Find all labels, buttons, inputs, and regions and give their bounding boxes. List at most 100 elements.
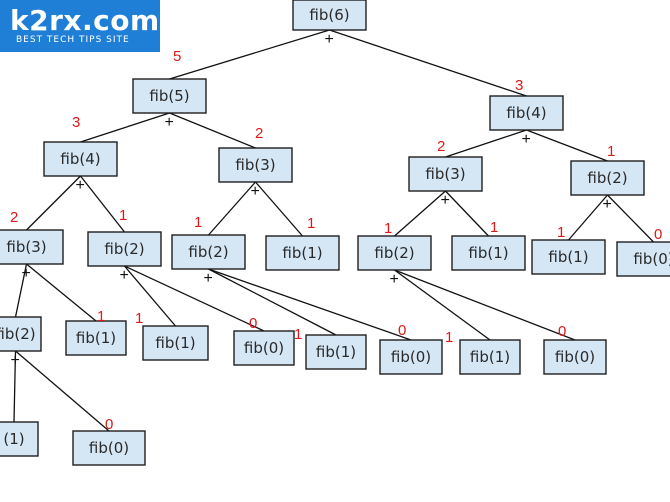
return-value-label: 1 xyxy=(445,329,453,346)
tree-node: fib(3) xyxy=(0,229,64,265)
plus-operator: + xyxy=(22,265,31,282)
tree-edge xyxy=(568,194,608,241)
node-box xyxy=(65,320,127,356)
return-value-label: 0 xyxy=(558,323,566,340)
tree-node: fib(4) xyxy=(489,95,564,131)
tree-node: fib(0) xyxy=(72,430,146,466)
node-label: fib(0) xyxy=(633,250,670,268)
node-label: fib(1) xyxy=(548,248,588,266)
return-value-label: 2 xyxy=(10,209,18,226)
node-box xyxy=(531,239,606,275)
plus-operator: + xyxy=(165,114,174,131)
node-box xyxy=(43,141,118,177)
node-box xyxy=(408,156,483,192)
return-value-label: 0 xyxy=(398,322,406,339)
node-label: (1) xyxy=(3,430,24,448)
plus-operator: + xyxy=(251,183,260,200)
node-box xyxy=(489,95,564,131)
return-value-label: 1 xyxy=(384,220,392,237)
tree-node: fib(1) xyxy=(305,334,367,370)
return-value-label: 0 xyxy=(105,416,113,433)
node-box xyxy=(451,235,526,271)
tree-node: fib(2) xyxy=(0,316,42,352)
return-value-label: 1 xyxy=(119,207,127,224)
tree-node: fib(1) xyxy=(142,325,209,361)
tree-node: (1) xyxy=(0,421,39,457)
node-box xyxy=(142,325,209,361)
node-box xyxy=(218,147,293,183)
tree-node: fib(2) xyxy=(357,235,432,271)
plus-operator: + xyxy=(325,31,334,48)
tree-edge xyxy=(80,112,170,143)
node-label: fib(0) xyxy=(391,348,431,366)
tree-node: fib(3) xyxy=(408,156,483,192)
node-box xyxy=(357,235,432,271)
plus-operator: + xyxy=(120,267,129,284)
tree-edge xyxy=(607,194,654,243)
node-label: fib(3) xyxy=(425,165,465,183)
node-box xyxy=(292,0,367,31)
tree-node: fib(1) xyxy=(531,239,606,275)
tree-node: fib(0) xyxy=(616,241,670,277)
node-box xyxy=(459,339,521,375)
tree-edge xyxy=(394,269,576,341)
return-value-label: 3 xyxy=(515,77,523,94)
node-box xyxy=(305,334,367,370)
node-label: fib(1) xyxy=(316,343,356,361)
return-value-label: 1 xyxy=(97,308,105,325)
tree-node: fib(1) xyxy=(451,235,526,271)
tree-edge xyxy=(208,268,412,341)
node-box xyxy=(0,316,42,352)
tree-edge xyxy=(26,175,81,231)
return-value-label: 1 xyxy=(294,326,302,343)
node-label: fib(1) xyxy=(470,348,510,366)
node-label: fib(2) xyxy=(104,240,144,258)
node-box xyxy=(0,229,64,265)
node-box xyxy=(171,234,246,270)
node-label: fib(2) xyxy=(374,244,414,262)
node-label: fib(0) xyxy=(244,339,284,357)
node-label: fib(3) xyxy=(235,156,275,174)
tree-node: fib(6) xyxy=(292,0,367,31)
node-box xyxy=(616,241,670,277)
watermark-logo: k2rx.com BEST TECH TIPS SITE xyxy=(0,0,160,52)
tree-node: fib(0) xyxy=(379,339,443,375)
return-value-label: 5 xyxy=(173,48,181,65)
return-value-label: 0 xyxy=(249,315,257,332)
tree-edge xyxy=(255,181,303,237)
tree-edge xyxy=(208,268,337,336)
tree-edge xyxy=(15,350,110,432)
plus-operator: + xyxy=(204,270,213,287)
node-box xyxy=(570,160,645,196)
node-label: fib(1) xyxy=(282,244,322,262)
watermark-tagline: BEST TECH TIPS SITE xyxy=(16,35,130,45)
node-label: fib(4) xyxy=(60,150,100,168)
tree-edge xyxy=(394,269,491,341)
tree-node: fib(3) xyxy=(218,147,293,183)
tree-node: fib(2) xyxy=(87,231,162,267)
node-label: fib(2) xyxy=(0,325,36,343)
return-value-label: 1 xyxy=(490,219,498,236)
tree-edge xyxy=(124,265,265,332)
return-value-label: 1 xyxy=(135,310,143,327)
node-label: fib(4) xyxy=(506,104,546,122)
return-value-label: 2 xyxy=(437,138,445,155)
tree-edge xyxy=(445,190,489,237)
node-box xyxy=(543,339,607,375)
node-box xyxy=(132,78,207,114)
node-box xyxy=(233,330,295,366)
node-label: fib(2) xyxy=(188,243,228,261)
node-label: fib(3) xyxy=(6,238,46,256)
tree-edge xyxy=(26,263,97,322)
plus-operator: + xyxy=(11,352,20,369)
tree-node: fib(4) xyxy=(43,141,118,177)
plus-operator: + xyxy=(522,131,531,148)
node-box xyxy=(265,235,340,271)
return-value-label: 1 xyxy=(307,215,315,232)
plus-operator: + xyxy=(390,271,399,288)
return-value-label: 1 xyxy=(557,224,565,241)
return-value-label: 3 xyxy=(72,114,80,131)
node-label: fib(5) xyxy=(149,87,189,105)
